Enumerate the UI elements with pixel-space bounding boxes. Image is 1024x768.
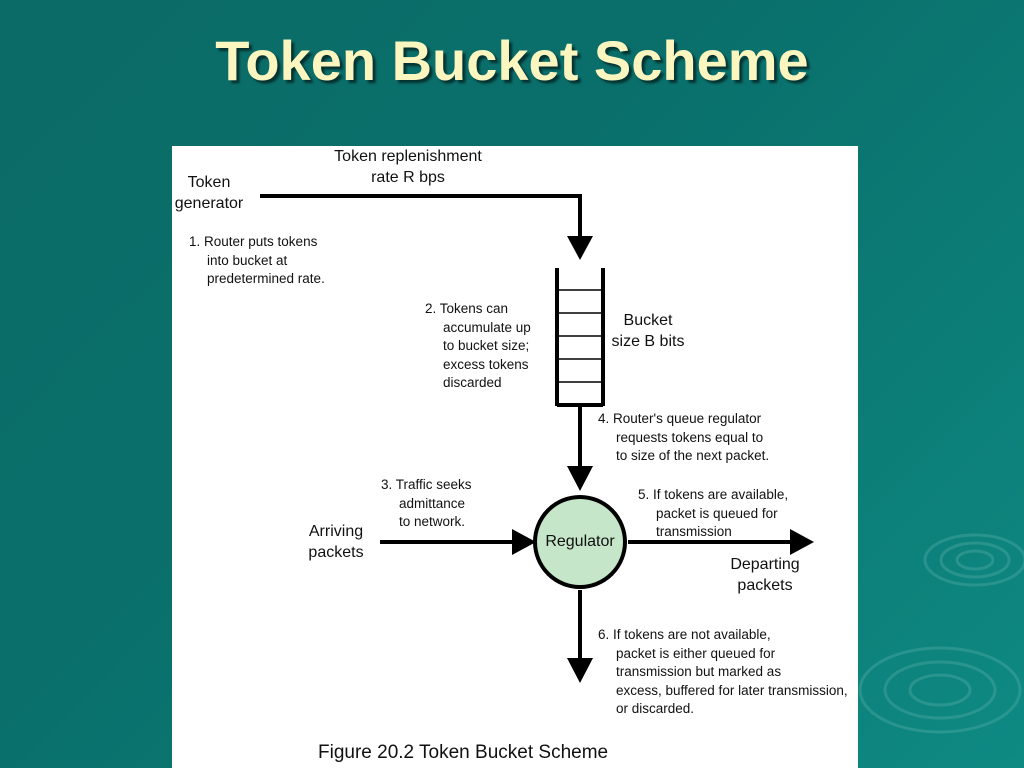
figure-diagram	[260, 194, 814, 683]
bucket-to-regulator-arrowhead	[567, 466, 593, 491]
token-bucket-shape	[555, 268, 605, 407]
regulator-circle	[533, 495, 627, 589]
step1-label: 1. Router puts tokens into bucket at pre…	[189, 234, 325, 286]
replenishment-arrowhead	[567, 236, 593, 260]
replenishment-line	[260, 194, 582, 236]
arriving-arrowhead	[512, 529, 536, 555]
step2-label: 2. Tokens can accumulate up to bucket si…	[425, 301, 531, 390]
discard-arrowhead	[567, 658, 593, 683]
slide-title: Token Bucket Scheme	[215, 29, 809, 92]
step5-label: 5. If tokens are available, packet is qu…	[638, 487, 789, 539]
step3-label: 3. Traffic seeks admittance to network.	[381, 477, 472, 529]
water-ripple-decoration	[858, 533, 1024, 734]
regulator-label: Regulator	[545, 533, 615, 550]
step4-label: 4. Router's queue regulator requests tok…	[598, 411, 770, 463]
step6-label: 6. If tokens are not available, packet i…	[598, 627, 848, 716]
figure-caption: Figure 20.2 Token Bucket Scheme	[318, 742, 609, 763]
departing-arrowhead	[790, 529, 814, 555]
